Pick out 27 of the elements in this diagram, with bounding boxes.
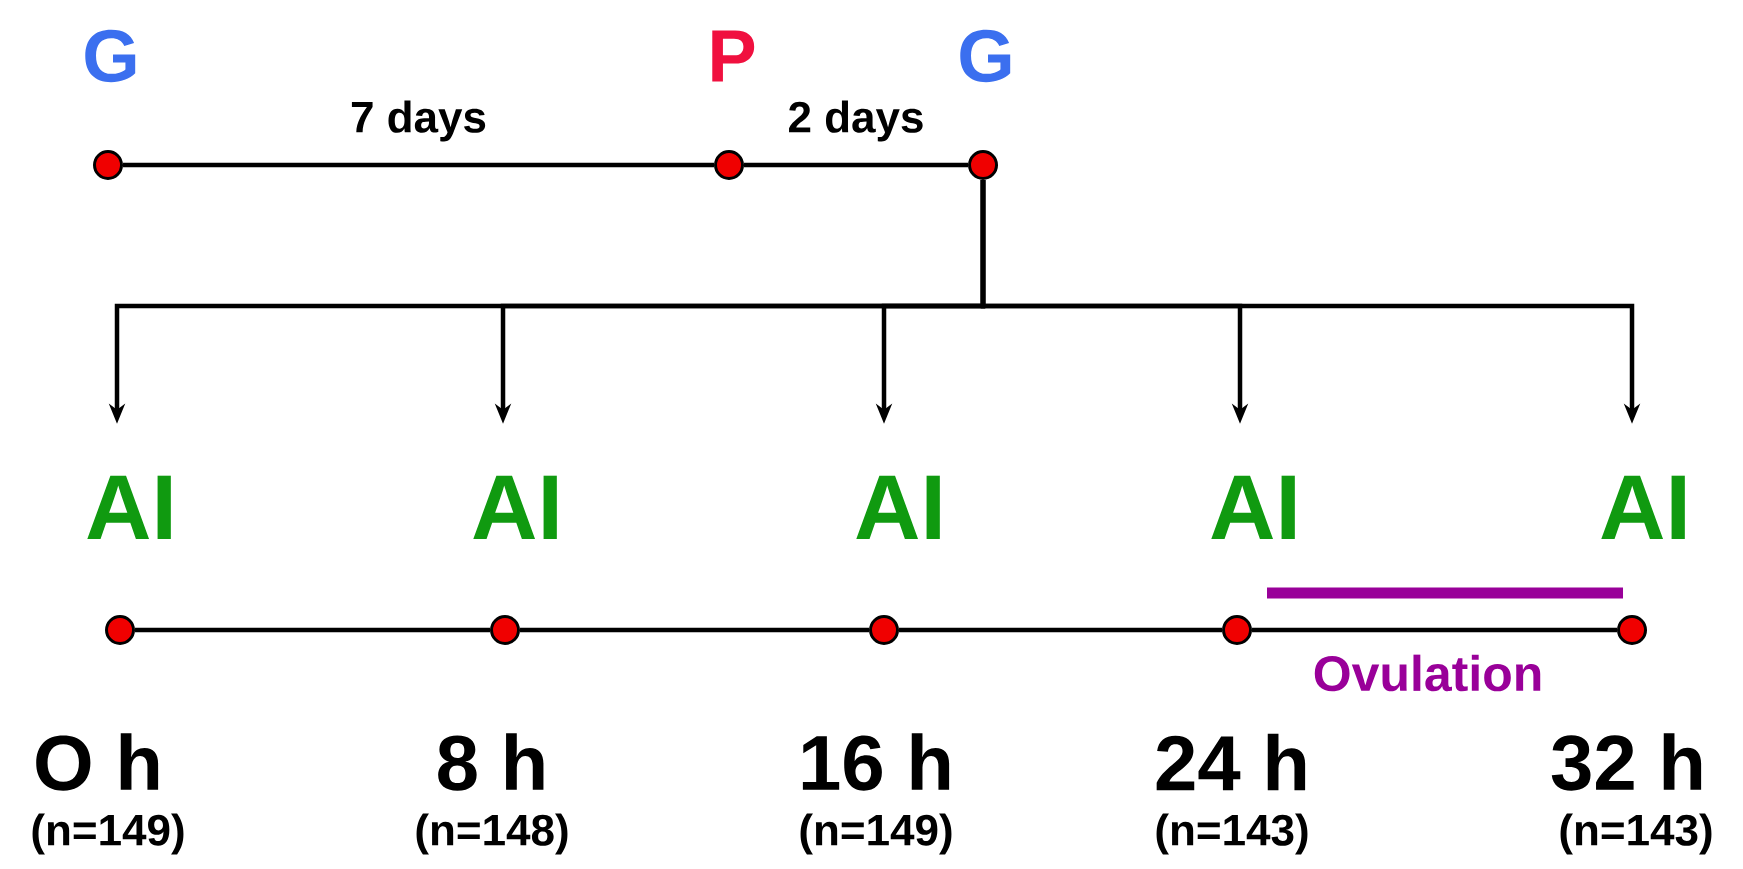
timeline-line [520, 627, 869, 633]
timeline-line [1252, 627, 1617, 633]
sample-size: (n=143) [1560, 813, 1712, 855]
time-label: 24 h [1156, 733, 1306, 791]
timeline-line [123, 162, 714, 168]
time-label: 8 h [438, 733, 544, 791]
sample-size: (n=148) [416, 813, 568, 855]
insemination-label: AI [1601, 475, 1685, 539]
treatment-label: G [960, 29, 1011, 83]
time-label: O h [36, 733, 159, 791]
timeline-line [899, 627, 1222, 633]
time-label: 16 h [802, 733, 950, 791]
time-label: 32 h [1551, 733, 1702, 791]
timeline-line [744, 162, 968, 168]
ovulation-label: Ovulation [1314, 654, 1541, 692]
sample-size: (n=149) [800, 813, 952, 855]
sample-size: (n=143) [1156, 813, 1308, 855]
insemination-label: AI [1211, 475, 1295, 539]
edge-label: 2 days [789, 100, 923, 142]
insemination-label: AI [87, 475, 171, 539]
timeline-line [135, 627, 490, 633]
edge-label: 7 days [351, 100, 486, 142]
insemination-label: AI [856, 475, 940, 539]
treatment-label: G [85, 29, 136, 83]
insemination-label: AI [473, 475, 557, 539]
sample-size: (n=149) [32, 813, 184, 855]
treatment-label: P [712, 30, 755, 82]
